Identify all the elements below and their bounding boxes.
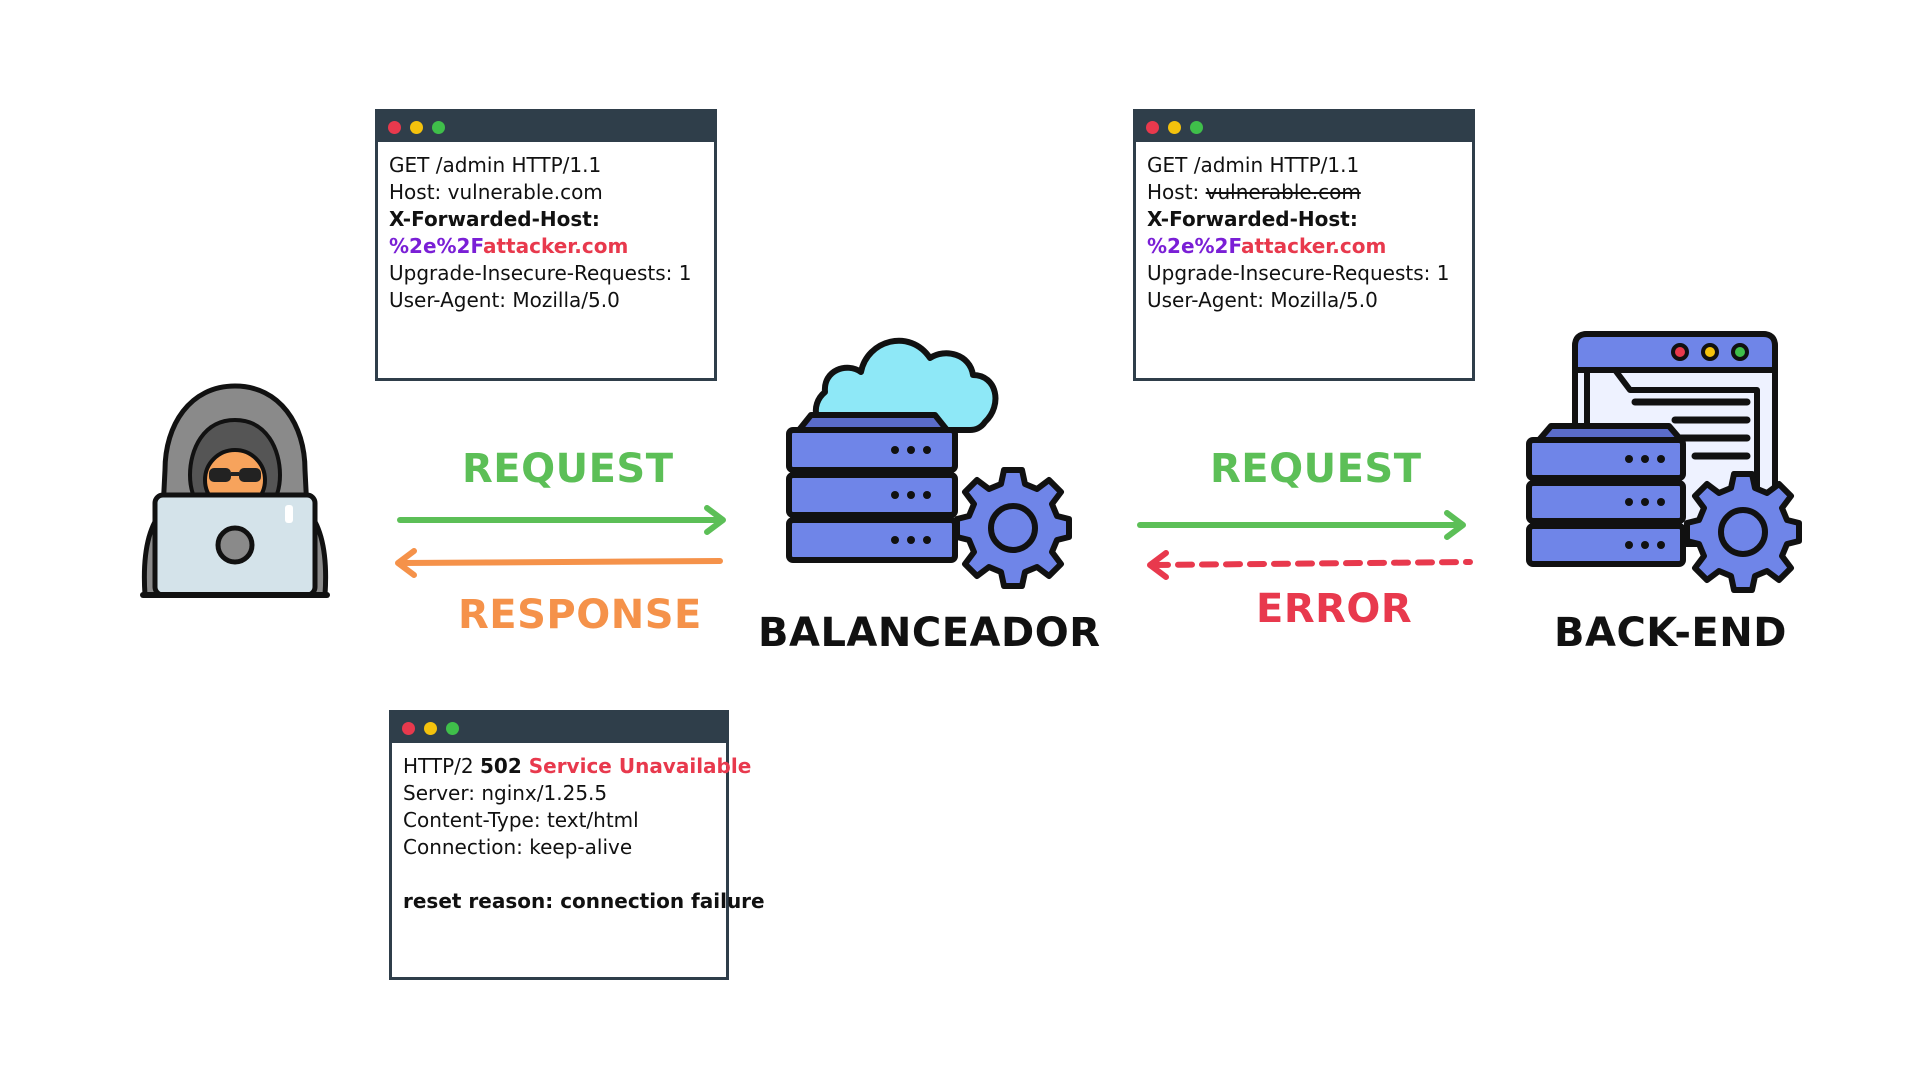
window-titlebar <box>1136 112 1472 142</box>
status-line: HTTP/2 502 Service Unavailable <box>403 753 751 780</box>
x-forwarded-host-header: X-Forwarded-Host: <box>389 207 600 231</box>
window-titlebar <box>378 112 714 142</box>
user-agent-header: User-Agent: Mozilla/5.0 <box>1147 288 1378 312</box>
balancer-label: BALANCEADOR <box>758 610 1101 656</box>
request-label-right: REQUEST <box>1210 446 1422 492</box>
minimize-dot-icon <box>1168 120 1181 134</box>
request-text: GET /admin HTTP/1.1 Host: vulnerable.com… <box>1136 142 1472 324</box>
content-type-header: Content-Type: text/html <box>403 808 639 832</box>
protocol: HTTP/2 <box>403 754 481 778</box>
response-window: HTTP/2 502 Service Unavailable Server: n… <box>389 710 765 980</box>
backend-label: BACK-END <box>1554 610 1787 656</box>
encoded-path: %2e%2F <box>389 234 483 258</box>
x-forwarded-host-value: %2e%2Fattacker.com <box>1147 233 1461 260</box>
connection-header: Connection: keep-alive <box>403 835 633 859</box>
maximize-dot-icon <box>446 721 459 735</box>
encoded-path: %2e%2F <box>1147 234 1241 258</box>
forwarded-request-window: GET /admin HTTP/1.1 Host: vulnerable.com… <box>1133 109 1475 381</box>
host-header: Host: vulnerable.com <box>389 180 603 204</box>
error-label: ERROR <box>1256 586 1413 632</box>
maximize-dot-icon <box>432 120 445 134</box>
minimize-dot-icon <box>410 120 423 134</box>
request-line: GET /admin HTTP/1.1 <box>1147 153 1360 177</box>
request-arrow-right <box>1137 510 1466 540</box>
window-titlebar <box>392 713 726 743</box>
attacker-host: attacker.com <box>482 234 629 258</box>
minimize-dot-icon <box>424 721 437 735</box>
host-header: Host: vulnerable.com <box>1147 179 1461 206</box>
request-line: GET /admin HTTP/1.1 <box>389 153 602 177</box>
user-agent-header: User-Agent: Mozilla/5.0 <box>389 288 620 312</box>
response-label: RESPONSE <box>458 592 702 638</box>
upgrade-insecure-header: Upgrade-Insecure-Requests: 1 <box>389 261 692 285</box>
x-forwarded-host-header: X-Forwarded-Host: <box>1147 207 1358 231</box>
close-dot-icon <box>402 721 415 735</box>
status-text: Service Unavailable <box>521 754 752 778</box>
hacker-icon <box>140 383 330 598</box>
attacker-host: attacker.com <box>1240 234 1387 258</box>
attacker-request-window: GET /admin HTTP/1.1 Host: vulnerable.com… <box>375 109 717 381</box>
server-header: Server: nginx/1.25.5 <box>403 781 608 805</box>
request-text: GET /admin HTTP/1.1 Host: vulnerable.com… <box>378 142 714 324</box>
host-struck-value: vulnerable.com <box>1205 180 1361 204</box>
maximize-dot-icon <box>1190 120 1203 134</box>
response-text: HTTP/2 502 Service Unavailable Server: n… <box>392 743 765 925</box>
request-arrow-left <box>397 505 726 535</box>
error-arrow <box>1147 550 1473 580</box>
status-code: 502 <box>480 754 522 778</box>
blank-line <box>403 861 715 888</box>
close-dot-icon <box>388 120 401 134</box>
host-prefix: Host: <box>1147 180 1206 204</box>
request-label-left: REQUEST <box>462 446 674 492</box>
x-forwarded-host-value: %2e%2Fattacker.com <box>389 233 703 260</box>
backend-server-icon <box>1526 331 1802 593</box>
response-arrow <box>395 548 723 578</box>
close-dot-icon <box>1146 120 1159 134</box>
reset-reason: reset reason: connection failure <box>403 889 765 913</box>
load-balancer-icon <box>786 337 1072 589</box>
upgrade-insecure-header: Upgrade-Insecure-Requests: 1 <box>1147 261 1450 285</box>
